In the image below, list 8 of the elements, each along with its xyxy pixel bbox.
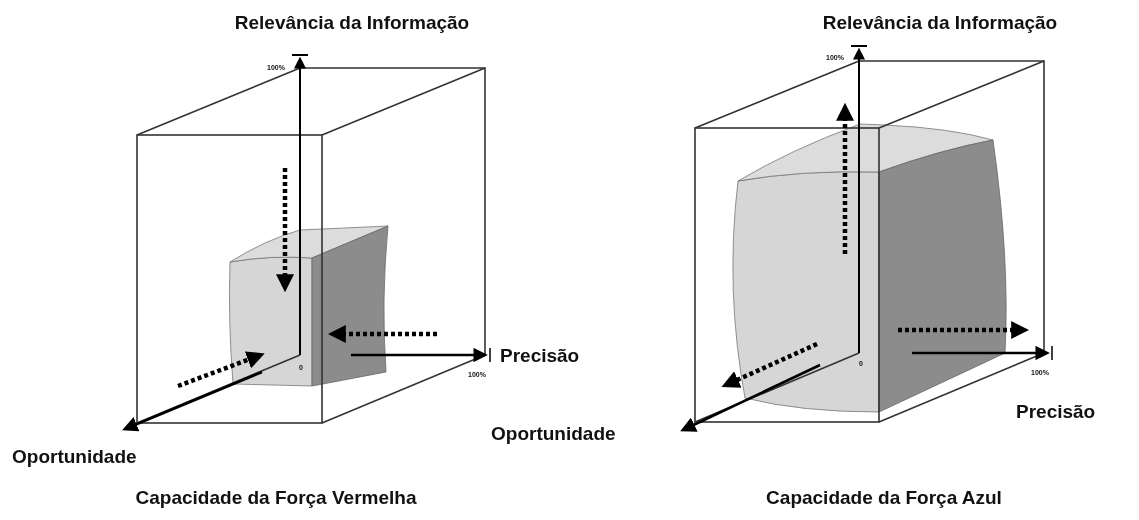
caption: Capacidade da Força Vermelha bbox=[135, 487, 417, 507]
axis-label: Oportunidade bbox=[12, 446, 137, 466]
axis-label: Relevância da Informação bbox=[822, 12, 1058, 32]
caption: Capacidade da Força Azul bbox=[766, 487, 1002, 507]
axis-label: Precisão bbox=[500, 345, 580, 365]
axis-label: Precisão bbox=[1016, 401, 1096, 421]
axis-label: Relevância da Informação bbox=[234, 12, 470, 32]
axis-label: Oportunidade bbox=[491, 423, 616, 443]
